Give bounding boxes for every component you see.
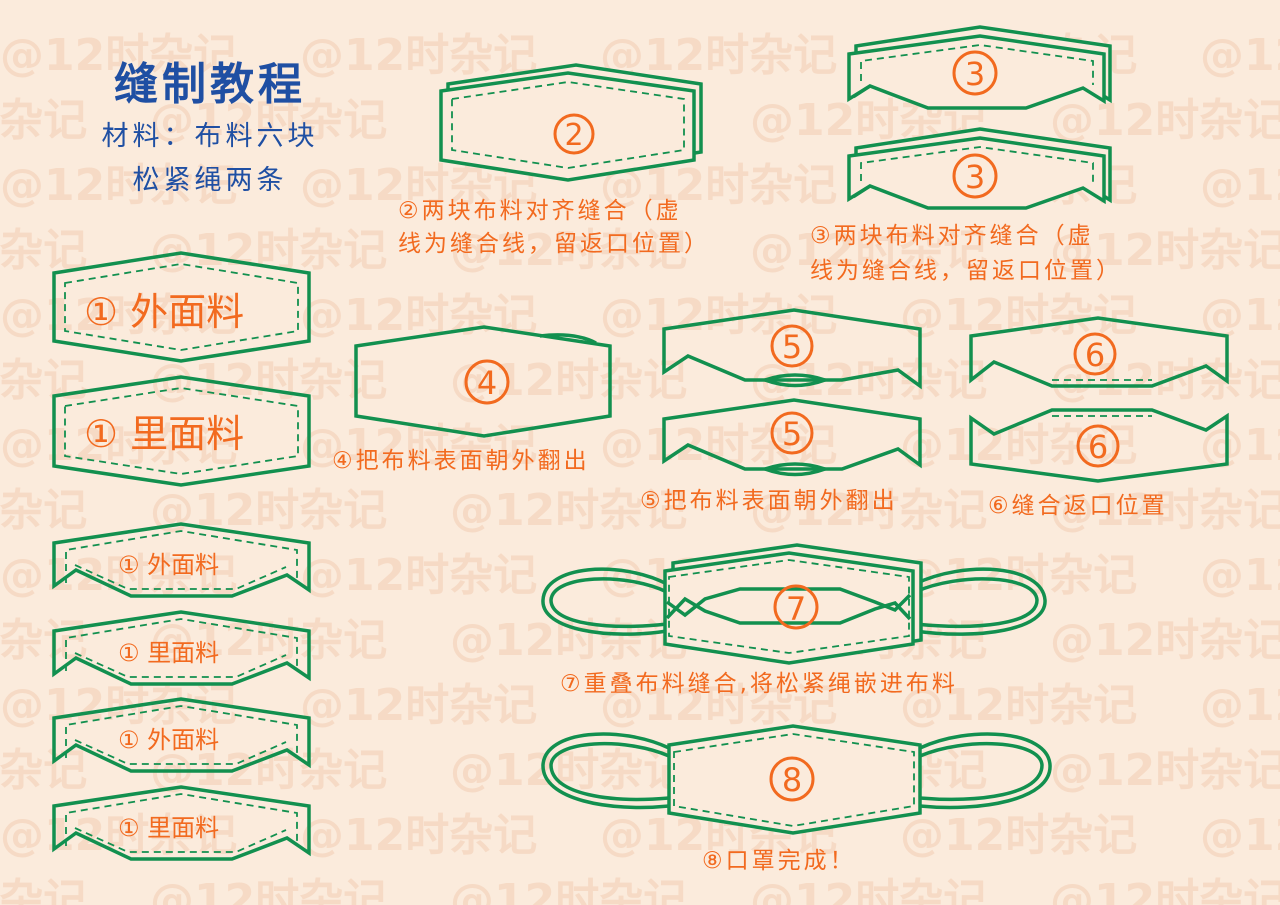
svg-text:① 里面料: ① 里面料 xyxy=(118,639,219,667)
svg-text:① 外面料: ① 外面料 xyxy=(118,551,219,579)
svg-text:① 里面料: ① 里面料 xyxy=(118,814,219,842)
step-8-caption: ⑧口罩完成！ xyxy=(702,848,856,874)
step-3-diagram-bottom: 3 xyxy=(847,127,1112,210)
step-2-caption-line2: 线为缝合线，留返口位置） xyxy=(398,231,710,257)
svg-text:8: 8 xyxy=(782,761,802,799)
piece-large-inner: ① 里面料 xyxy=(52,375,311,487)
step-7-diagram: 7 xyxy=(541,543,1047,665)
step-6-diagram: 6 6 xyxy=(969,316,1229,483)
step-5-diagram: 5 5 xyxy=(662,308,922,477)
page-title: 缝制教程 xyxy=(114,59,306,110)
materials-line-2: 松紧绳两条 xyxy=(132,165,288,196)
svg-text:4: 4 xyxy=(477,364,497,402)
step-3-caption-line1: ③两块布料对齐缝合（虚 xyxy=(810,223,1094,249)
small-pieces: ① 外面料 ① 里面料 ① 外面料 ① 里面料 xyxy=(52,522,311,861)
svg-text:3: 3 xyxy=(965,55,985,93)
svg-text:7: 7 xyxy=(786,590,806,628)
svg-text:5: 5 xyxy=(782,415,802,453)
svg-text:6: 6 xyxy=(1088,428,1108,466)
step-4-diagram: 4 xyxy=(354,325,612,438)
svg-text:3: 3 xyxy=(965,158,985,196)
svg-text:2: 2 xyxy=(564,118,583,153)
svg-text:① 外面料: ① 外面料 xyxy=(118,726,219,754)
step-5-caption: ⑤把布料表面朝外翻出 xyxy=(640,488,898,514)
step-3-caption-line2: 线为缝合线，留返口位置） xyxy=(810,258,1122,284)
materials-line-1: 材料：布料六块 xyxy=(101,121,319,152)
step-3-diagram-top: 3 xyxy=(847,25,1112,110)
step-8-diagram: 8 xyxy=(541,724,1052,835)
step-6-caption: ⑥缝合返口位置 xyxy=(988,493,1168,519)
step-2-diagram: 2 xyxy=(439,63,703,182)
piece-large-outer: ① 外面料 xyxy=(52,251,311,363)
step-4-caption: ④把布料表面朝外翻出 xyxy=(332,448,590,474)
step-2-caption-line1: ②两块布料对齐缝合（虚 xyxy=(398,198,682,224)
svg-text:5: 5 xyxy=(782,328,802,366)
svg-text:6: 6 xyxy=(1085,336,1105,374)
label-inner-fabric: ① 里面料 xyxy=(84,412,244,456)
label-outer-fabric: ① 外面料 xyxy=(84,290,244,334)
step-7-caption: ⑦重叠布料缝合,将松紧绳嵌进布料 xyxy=(560,671,958,697)
